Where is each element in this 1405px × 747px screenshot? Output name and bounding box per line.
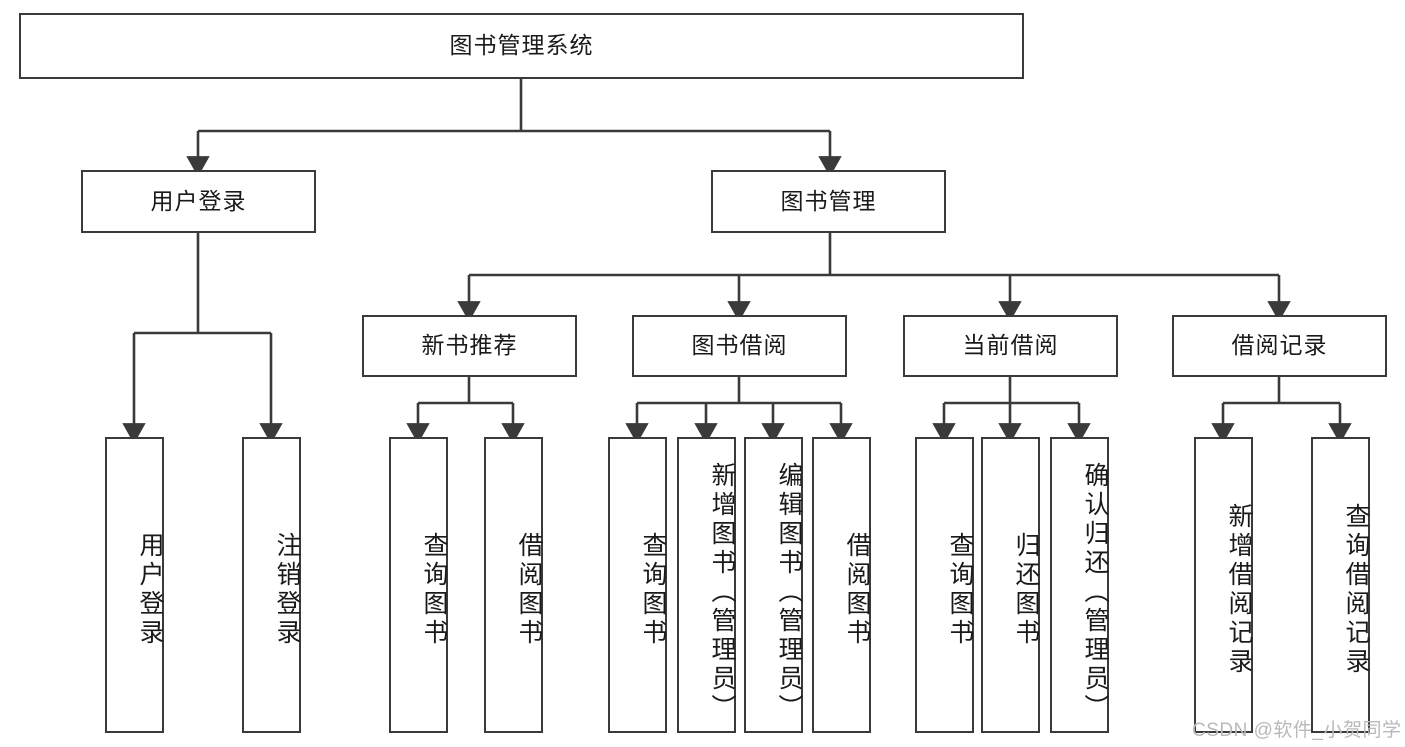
leaf-current-borrow-confirm-return[interactable]: 确认归还（管理员） [1050, 437, 1109, 733]
node-label: 图书管理系统 [449, 32, 594, 59]
leaf-current-borrow-query[interactable]: 查询图书 [915, 437, 974, 733]
node-label: 借阅记录 [1231, 332, 1328, 359]
node-label: 新书推荐 [421, 332, 518, 359]
node-label: 用户登录 [150, 187, 247, 214]
node-label: 查询图书 [946, 532, 974, 648]
node-label: 归还图书 [1012, 532, 1040, 648]
node-label: 确认归还（管理员） [1081, 461, 1109, 723]
node-label: 编辑图书（管理员） [775, 461, 803, 723]
leaf-book-borrow-borrow[interactable]: 借阅图书 [812, 437, 871, 733]
node-borrow-record[interactable]: 借阅记录 [1172, 315, 1387, 377]
node-label: 新增借阅记录 [1225, 503, 1253, 677]
node-current-borrow[interactable]: 当前借阅 [903, 315, 1118, 377]
node-label: 图书借阅 [691, 332, 788, 359]
node-label: 新增图书（管理员） [708, 461, 736, 723]
node-user-login[interactable]: 用户登录 [81, 170, 316, 233]
node-label: 借阅图书 [843, 532, 871, 648]
csdn-watermark: CSDN @软件_小贺同学 [1192, 720, 1402, 741]
leaf-borrow-record-query[interactable]: 查询借阅记录 [1311, 437, 1370, 733]
node-label: 注销登录 [273, 532, 301, 648]
node-root-system[interactable]: 图书管理系统 [19, 13, 1024, 79]
node-label: 查询图书 [639, 532, 667, 648]
node-label: 用户登录 [136, 532, 164, 648]
node-label: 图书管理 [780, 187, 877, 214]
leaf-new-book-query[interactable]: 查询图书 [389, 437, 448, 733]
leaf-book-borrow-query[interactable]: 查询图书 [608, 437, 667, 733]
node-label: 查询借阅记录 [1342, 503, 1370, 677]
node-new-book-recommend[interactable]: 新书推荐 [362, 315, 577, 377]
leaf-user-login-login[interactable]: 用户登录 [105, 437, 164, 733]
leaf-borrow-record-add[interactable]: 新增借阅记录 [1194, 437, 1253, 733]
node-label: 借阅图书 [515, 532, 543, 648]
node-label: 当前借阅 [962, 332, 1059, 359]
leaf-book-borrow-add[interactable]: 新增图书（管理员） [677, 437, 736, 733]
leaf-book-borrow-edit[interactable]: 编辑图书（管理员） [744, 437, 803, 733]
leaf-user-login-logout[interactable]: 注销登录 [242, 437, 301, 733]
node-label: 查询图书 [420, 532, 448, 648]
leaf-current-borrow-return[interactable]: 归还图书 [981, 437, 1040, 733]
leaf-new-book-borrow[interactable]: 借阅图书 [484, 437, 543, 733]
node-book-borrow[interactable]: 图书借阅 [632, 315, 847, 377]
node-book-management[interactable]: 图书管理 [711, 170, 946, 233]
